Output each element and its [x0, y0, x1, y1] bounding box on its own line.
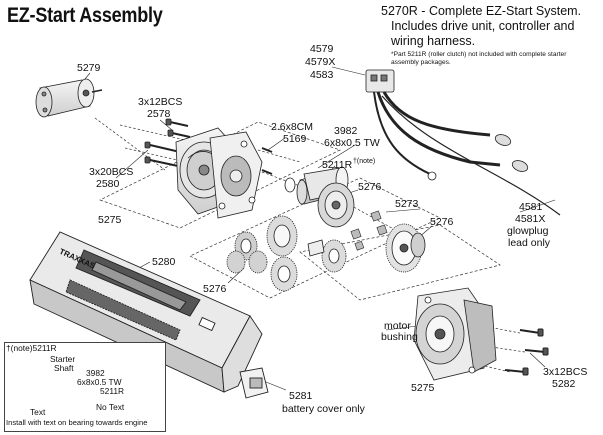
- label-3x12bcs-bottom: 3x12BCS: [543, 366, 588, 378]
- label-4581: 4581: [519, 201, 543, 213]
- label-motor: motor: [384, 320, 411, 332]
- label-5211r-note: †(note): [353, 158, 376, 165]
- label-5273: 5273: [395, 198, 419, 210]
- inset-panel: [4, 342, 166, 432]
- label-glowplug: glowplug: [507, 225, 549, 237]
- label-bushing: bushing: [381, 331, 418, 343]
- label-5169: 5169: [283, 133, 307, 145]
- gear-train: [226, 215, 347, 292]
- label-4579x: 4579X: [305, 56, 336, 68]
- system-note-fine2: assembly packages.: [391, 59, 451, 66]
- inset-shaft: Shaft: [54, 363, 74, 373]
- label-26x8cm: 2.6x8CM: [271, 121, 314, 133]
- label-4579: 4579: [310, 43, 334, 55]
- label-5276-right: 5276: [430, 216, 454, 228]
- system-note-line1: 5270R - Complete EZ-Start System.: [381, 4, 582, 18]
- screws-26x8: [261, 147, 273, 175]
- label-2578: 2578: [147, 108, 171, 120]
- motor-housing: [413, 287, 497, 381]
- label-lead-only: lead only: [508, 237, 551, 249]
- inset-part: 5211R: [100, 386, 125, 396]
- screws-3x12: [165, 118, 191, 138]
- label-5282: 5282: [552, 378, 576, 390]
- screws-3x12-right: [504, 328, 549, 376]
- label-battery-cover: battery cover only: [282, 403, 365, 415]
- inset-washer: 6x8x0.5 TW: [77, 377, 122, 387]
- label-3x12bcs-top: 3x12BCS: [138, 96, 183, 108]
- bushings-5273: [350, 210, 388, 251]
- label-4581x: 4581X: [515, 213, 546, 225]
- system-note-line2: Includes drive unit, controller and: [391, 19, 575, 33]
- gear-housing: [175, 127, 263, 219]
- label-5276-mid: 5276: [203, 283, 227, 295]
- label-4583: 4583: [310, 69, 334, 81]
- inset-code: 3982: [86, 368, 105, 378]
- gear-5276-top: [317, 182, 355, 228]
- inset-text: Text: [30, 407, 46, 417]
- label-5281: 5281: [289, 390, 313, 402]
- label-5275-left: 5275: [98, 214, 122, 226]
- controller-box: [29, 231, 269, 399]
- label-2580: 2580: [96, 178, 120, 190]
- label-5275-bottom: 5275: [411, 382, 435, 394]
- inset-no-text: No Text: [96, 402, 125, 412]
- label-3982: 3982: [334, 125, 358, 137]
- label-3x20bcs: 3x20BCS: [89, 166, 134, 178]
- inset-heading: †(note)5211R: [6, 343, 57, 353]
- system-note-line3: wiring harness.: [391, 34, 476, 48]
- gear-5276-right: [385, 223, 426, 273]
- inset-starter: Starter: [50, 354, 76, 364]
- label-5280: 5280: [152, 256, 176, 268]
- page-title: EZ-Start Assembly: [7, 4, 163, 27]
- label-6x8-tw: 6x8x0.5 TW: [324, 137, 380, 149]
- label-5279: 5279: [77, 62, 101, 74]
- section-outlines: [99, 121, 501, 301]
- starter-motor: [35, 78, 103, 118]
- system-note-fine1: *Part 5211R (roller clutch) not included…: [391, 51, 567, 58]
- screws-3x20: [144, 141, 181, 167]
- inset-instruction: Install with text on bearing towards eng…: [6, 418, 148, 427]
- label-5276-top: 5276: [358, 181, 382, 193]
- label-5211r: 5211R: [322, 159, 353, 171]
- wiring-harness: [365, 69, 561, 216]
